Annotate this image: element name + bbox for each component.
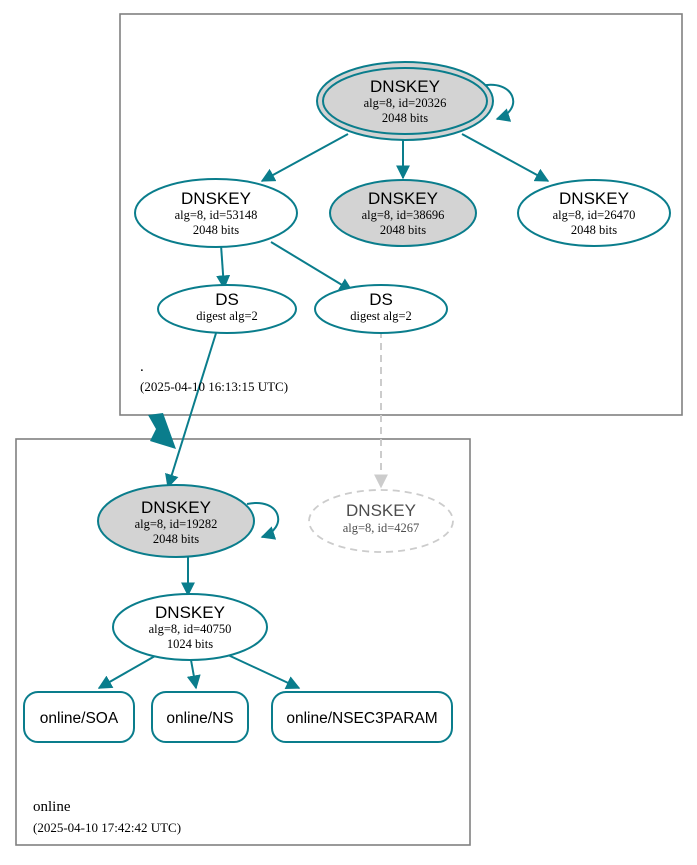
node-ds-left[interactable]: DS digest alg=2 [157,284,297,334]
node-keysize: 2048 bits [153,532,199,546]
node-dnskey-19282[interactable]: DNSKEY alg=8, id=19282 2048 bits [97,484,255,558]
edge-key-53148-to-ds-right [270,241,354,292]
node-title: DNSKEY [370,77,440,96]
node-rrset-nsec3param[interactable]: online/NSEC3PARAM [271,691,453,743]
node-keyinfo: alg=8, id=20326 [364,96,447,110]
node-keyinfo: alg=8, id=19282 [135,517,218,531]
zone-label-root: . (2025-04-10 16:13:15 UTC) [140,359,288,394]
rrset-label: online/NSEC3PARAM [286,710,437,727]
node-keyinfo: alg=8, id=53148 [175,208,258,222]
node-dnskey-38696[interactable]: DNSKEY alg=8, id=38696 2048 bits [329,179,477,247]
node-title: DNSKEY [181,189,251,208]
node-keysize: 1024 bits [167,637,213,651]
zone-name: . [140,359,144,375]
node-keysize: 2048 bits [193,223,239,237]
node-keysize: 2048 bits [382,111,428,125]
edge-ds-left-to-online-ksk [165,329,218,489]
node-title: DS [369,290,393,309]
zone-delegation-arrow [148,413,176,449]
edge-key-53148-to-ds-left [216,244,231,290]
node-digest-alg: digest alg=2 [350,309,412,323]
edge-root-ksk-self-loop [479,83,515,122]
node-title: DNSKEY [155,603,225,622]
node-rrset-ns[interactable]: online/NS [151,691,249,743]
node-title: DNSKEY [368,189,438,208]
node-dnskey-26470[interactable]: DNSKEY alg=8, id=26470 2048 bits [517,179,671,247]
node-title: DNSKEY [346,501,416,520]
zone-name: online [33,799,71,815]
zone-label-online: online (2025-04-10 17:42:42 UTC) [33,799,181,835]
node-ds-right[interactable]: DS digest alg=2 [314,284,448,334]
node-keysize: 2048 bits [380,223,426,237]
node-keyinfo: alg=8, id=40750 [149,622,232,636]
node-title: DS [215,290,239,309]
node-keyinfo: alg=8, id=38696 [362,208,445,222]
edge-online-ksk-self-loop [246,501,280,540]
node-keysize: 2048 bits [571,223,617,237]
node-dnskey-4267-inactive[interactable]: DNSKEY alg=8, id=4267 [308,489,454,553]
rrset-label: online/NS [166,710,233,727]
node-dnskey-20326[interactable]: DNSKEY alg=8, id=20326 2048 bits [316,61,494,141]
zone-timestamp: (2025-04-10 17:42:42 UTC) [33,820,181,835]
zone-timestamp: (2025-04-10 16:13:15 UTC) [140,379,288,394]
node-dnskey-40750[interactable]: DNSKEY alg=8, id=40750 1024 bits [112,593,268,661]
edge-zsk-to-rrset-ns [186,659,201,690]
node-title: DNSKEY [141,498,211,517]
node-keyinfo: alg=8, id=4267 [343,521,420,535]
edge-zsk-to-rrset-soa [97,655,156,689]
node-keyinfo: alg=8, id=26470 [553,208,636,222]
node-digest-alg: digest alg=2 [196,309,258,323]
node-rrset-soa[interactable]: online/SOA [23,691,135,743]
edge-ksk-to-key-53148 [260,133,349,182]
rrset-label: online/SOA [40,710,119,727]
edge-zsk-to-rrset-nsec3param [227,654,301,690]
node-dnskey-53148[interactable]: DNSKEY alg=8, id=53148 2048 bits [134,178,298,248]
edge-ksk-to-key-26470 [461,133,550,182]
node-title: DNSKEY [559,189,629,208]
